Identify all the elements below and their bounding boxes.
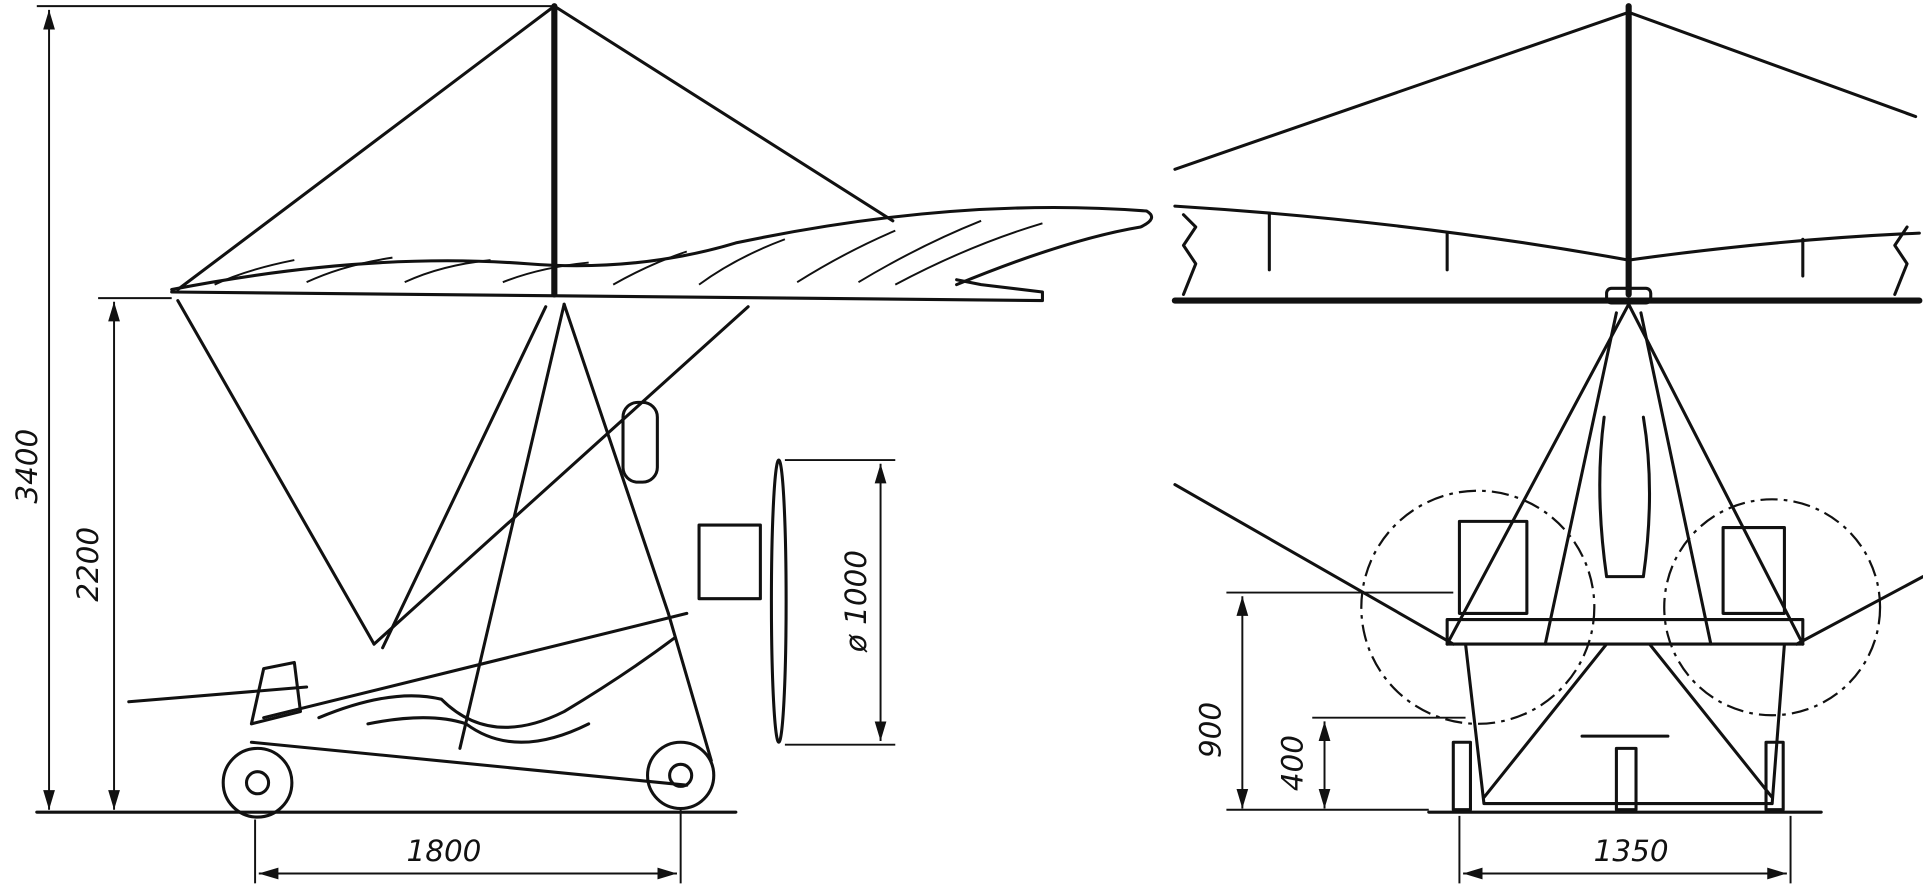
dim-propeller-diameter: ø 1000: [839, 550, 873, 653]
fuel-tank: [621, 400, 659, 484]
right-upper-wire: [1627, 10, 1918, 119]
side-view: 3400 2200 1800 ø 1000: [10, 3, 1154, 884]
dim-wheelbase: 1800: [407, 834, 482, 868]
dim-total-height: 3400: [10, 429, 44, 504]
engine: [697, 523, 762, 601]
left-upper-wire: [1173, 10, 1631, 171]
dim-frame-height: 900: [1193, 702, 1227, 758]
nose-wheel: [1614, 746, 1638, 812]
front-wheel: [221, 746, 294, 819]
trike-frame: [1445, 302, 1805, 806]
wing-keel: [170, 278, 1044, 303]
left-engine: [1457, 519, 1529, 615]
wing-sail: [1173, 204, 1921, 262]
right-wheel: [1764, 740, 1785, 812]
rear-upper-wire: [552, 4, 895, 223]
propeller: [769, 458, 788, 744]
left-propeller-disc: [1360, 489, 1596, 725]
right-lower-wire: [1795, 575, 1923, 646]
right-engine: [1721, 526, 1786, 615]
wing-battens: [214, 219, 1043, 286]
dim-axle-height: 400: [1275, 735, 1309, 791]
trike-frame: [127, 302, 713, 787]
dim-track-width: 1350: [1594, 834, 1669, 868]
front-lower-wire: [176, 299, 376, 646]
wing-sail: [170, 205, 1154, 292]
front-upper-wire: [176, 4, 556, 292]
rear-lower-wire: [372, 305, 750, 646]
rear-wheel: [646, 740, 716, 811]
right-propeller-disc: [1663, 498, 1882, 717]
left-wheel: [1451, 740, 1472, 812]
wing-struts: [1181, 213, 1909, 296]
front-view: 900 400 1350: [1171, 3, 1923, 884]
left-lower-wire: [1173, 483, 1455, 646]
dim-wing-height: 2200: [71, 527, 105, 602]
